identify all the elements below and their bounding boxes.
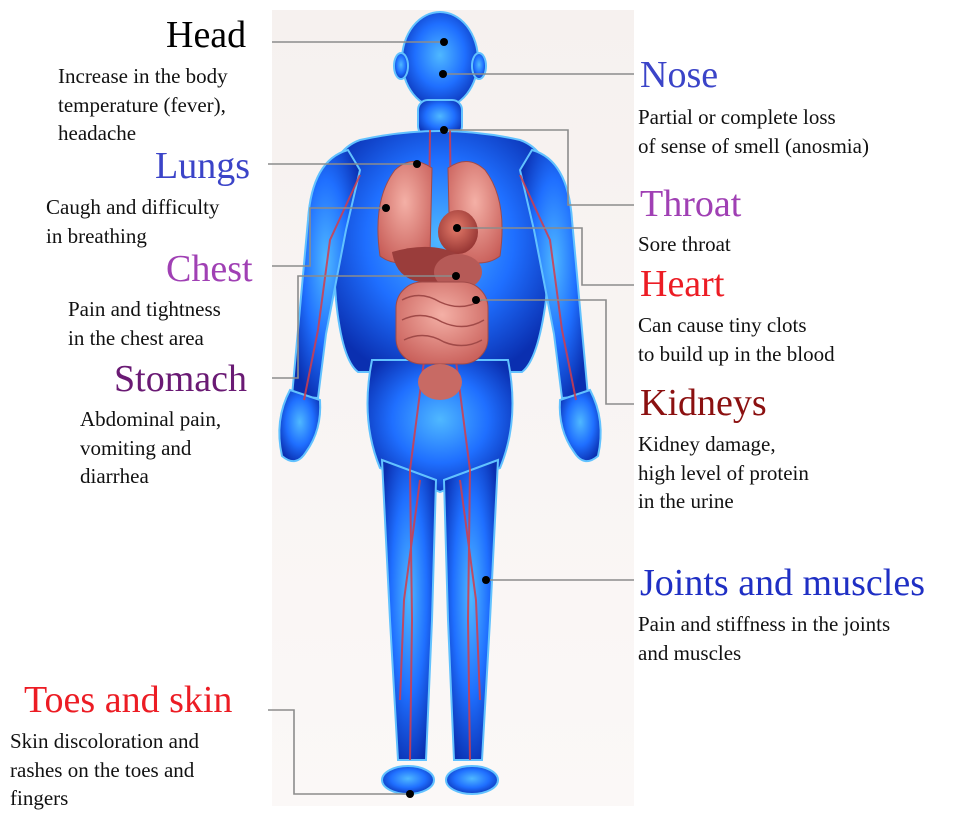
dot-head bbox=[440, 38, 448, 46]
joints-desc-line: Pain and stiffness in the joints bbox=[638, 610, 890, 639]
bladder bbox=[418, 364, 462, 400]
throat-desc-line: Sore throat bbox=[638, 230, 731, 259]
stomach-title: Stomach bbox=[114, 360, 247, 398]
lungs-desc-line: in breathing bbox=[46, 222, 219, 251]
stomach-description: Abdominal pain, vomiting and diarrhea bbox=[80, 405, 221, 491]
chest-desc-line: Pain and tightness bbox=[68, 295, 221, 324]
heart-title: Heart bbox=[640, 265, 724, 303]
dot-lungs bbox=[413, 160, 421, 168]
toes-desc-line: Skin discoloration and bbox=[10, 727, 199, 756]
intestines bbox=[396, 282, 488, 364]
throat-title: Throat bbox=[640, 185, 741, 223]
head-desc-line: headache bbox=[58, 119, 228, 148]
heart-desc-line: to build up in the blood bbox=[638, 340, 835, 369]
kidneys-desc-line: high level of protein bbox=[638, 459, 809, 488]
toes-and-skin-description: Skin discoloration and rashes on the toe… bbox=[10, 727, 199, 813]
head-description: Increase in the body temperature (fever)… bbox=[58, 62, 228, 148]
dot-heart bbox=[453, 224, 461, 232]
throat-description: Sore throat bbox=[638, 230, 731, 259]
nose-description: Partial or complete loss of sense of sme… bbox=[638, 103, 869, 160]
joints-and-muscles-title: Joints and muscles bbox=[640, 564, 925, 602]
head-title: Head bbox=[166, 16, 246, 54]
lungs-desc-line: Caugh and difficulty bbox=[46, 193, 219, 222]
chest-description: Pain and tightness in the chest area bbox=[68, 295, 221, 352]
heart-description: Can cause tiny clots to build up in the … bbox=[638, 311, 835, 368]
head-desc-line: Increase in the body bbox=[58, 62, 228, 91]
nose-desc-line: Partial or complete loss bbox=[638, 103, 869, 132]
toes-and-skin-title: Toes and skin bbox=[24, 681, 232, 719]
lungs-title: Lungs bbox=[155, 147, 250, 185]
kidneys-description: Kidney damage, high level of protein in … bbox=[638, 430, 809, 516]
kidneys-desc-line: Kidney damage, bbox=[638, 430, 809, 459]
stomach-desc-line: vomiting and bbox=[80, 434, 221, 463]
nose-desc-line: of sense of smell (anosmia) bbox=[638, 132, 869, 161]
dot-kidneys bbox=[472, 296, 480, 304]
nose-title: Nose bbox=[640, 56, 718, 94]
chest-desc-line: in the chest area bbox=[68, 324, 221, 353]
toes-desc-line: rashes on the toes and bbox=[10, 756, 199, 785]
stomach-desc-line: diarrhea bbox=[80, 462, 221, 491]
kidneys-title: Kidneys bbox=[640, 384, 767, 422]
heart-organ bbox=[438, 210, 478, 254]
stomach-desc-line: Abdominal pain, bbox=[80, 405, 221, 434]
dot-chest bbox=[382, 204, 390, 212]
dot-stomach bbox=[452, 272, 460, 280]
dot-throat bbox=[440, 126, 448, 134]
dot-nose bbox=[439, 70, 447, 78]
kidneys-desc-line: in the urine bbox=[638, 487, 809, 516]
toes-desc-line: fingers bbox=[10, 784, 199, 813]
joints-and-muscles-description: Pain and stiffness in the joints and mus… bbox=[638, 610, 890, 667]
joints-desc-line: and muscles bbox=[638, 639, 890, 668]
dot-toes bbox=[406, 790, 414, 798]
heart-desc-line: Can cause tiny clots bbox=[638, 311, 835, 340]
head-desc-line: temperature (fever), bbox=[58, 91, 228, 120]
lungs-description: Caugh and difficulty in breathing bbox=[46, 193, 219, 250]
chest-title: Chest bbox=[166, 250, 253, 288]
dot-joints bbox=[482, 576, 490, 584]
